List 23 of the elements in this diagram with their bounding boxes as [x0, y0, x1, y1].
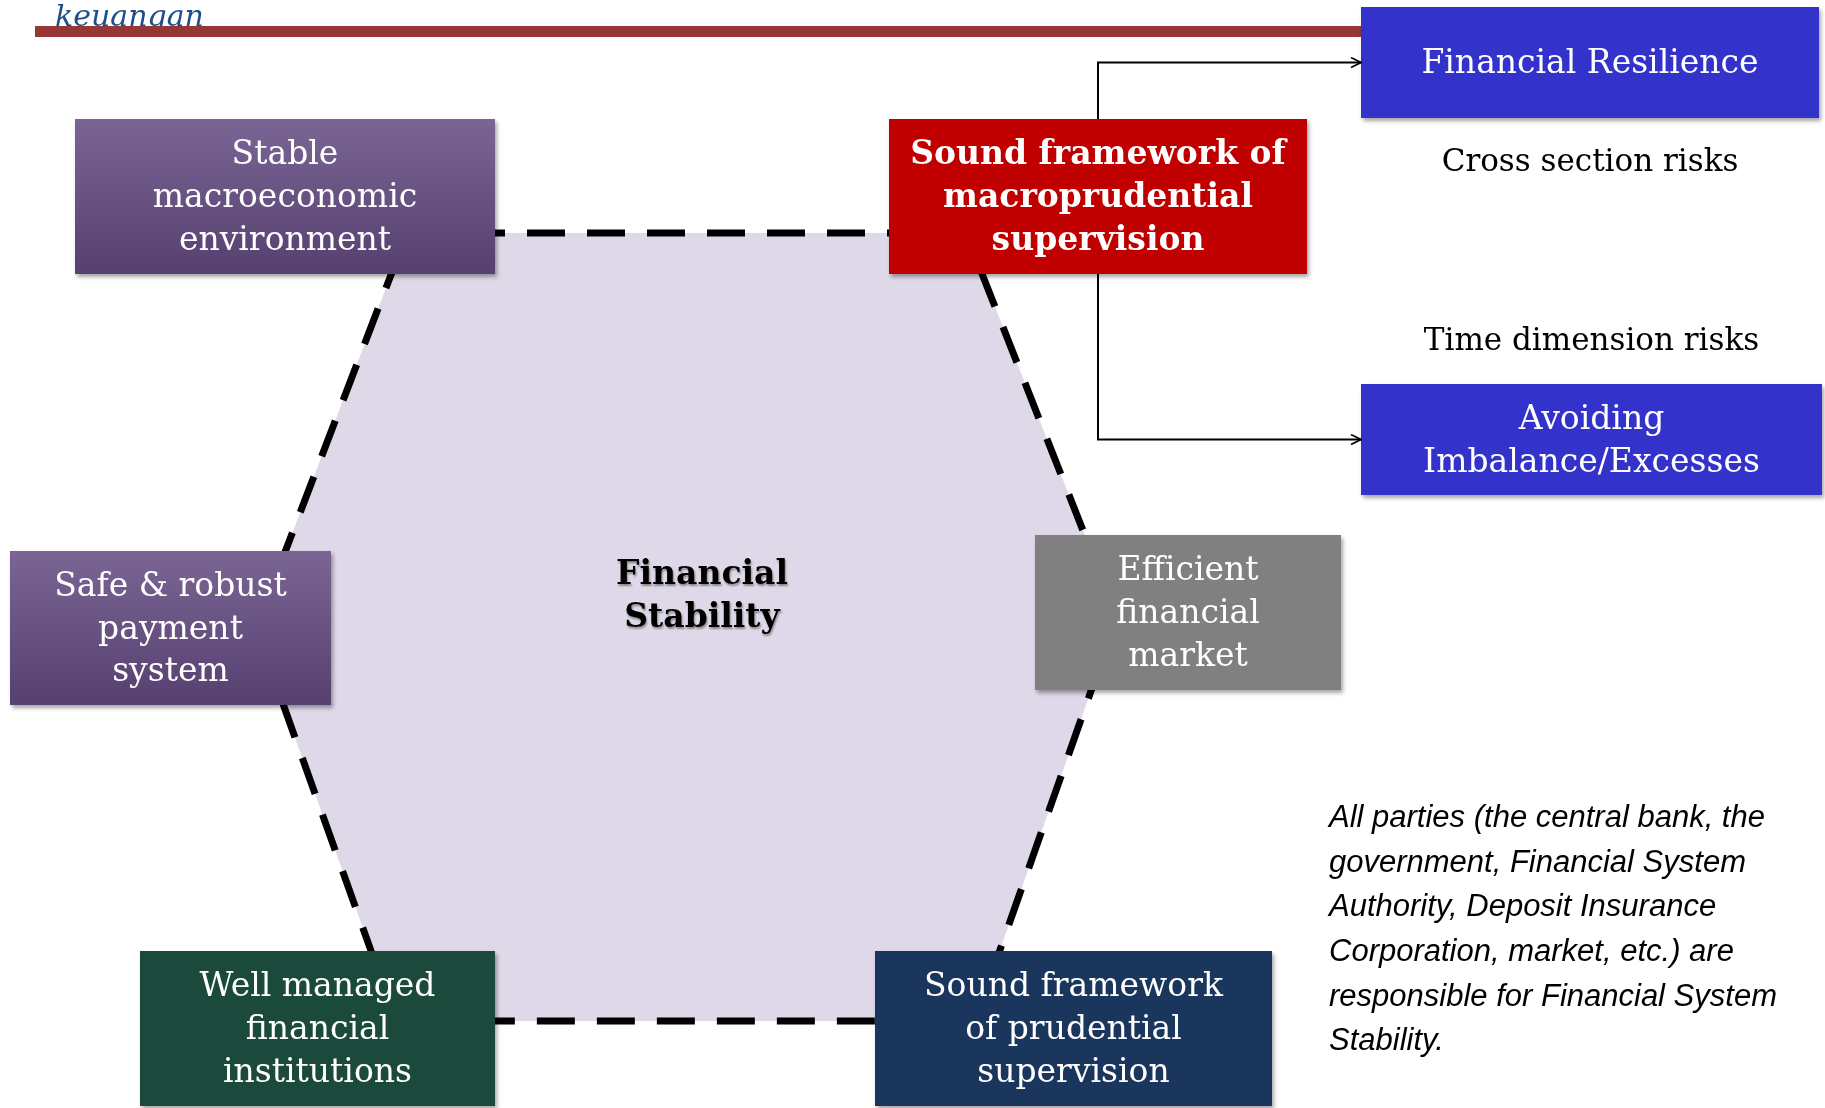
arrow [1097, 273, 1362, 446]
text-box [875, 951, 1272, 1106]
text-box [75, 119, 495, 274]
text-box [1035, 535, 1341, 690]
slide-title: keuangan [55, 0, 204, 33]
box-label: Sound framework of prudential supervision [923, 964, 1225, 1092]
text-box [10, 551, 331, 705]
box-label: Safe & robust payment system [53, 563, 288, 692]
box-label: Financial Resilience [1420, 41, 1760, 84]
text-box [889, 119, 1307, 274]
box-label: Sound framework of macroprudential supervision [909, 132, 1289, 260]
text-box [1361, 7, 1819, 118]
center-title: Financial Stability [615, 552, 789, 637]
note-text: All parties (the central bank, the government, Financial System Authority, Deposit Insurance Corporation, market, etc.) are responsible for Financial System Stability. [1329, 798, 1778, 1060]
text-box [1361, 384, 1822, 495]
box-label: Stable macroeconomic environment [151, 132, 419, 260]
arrow [1097, 56, 1362, 120]
text-box [140, 951, 495, 1106]
box-label: Avoiding Imbalance/Excesses [1422, 396, 1761, 482]
box-label: Efficient financial market [1115, 548, 1261, 676]
risk-label: Time dimension risks [1422, 321, 1761, 357]
risk-label: Cross section risks [1440, 142, 1740, 178]
box-label: Well managed financial institutions [198, 964, 437, 1092]
